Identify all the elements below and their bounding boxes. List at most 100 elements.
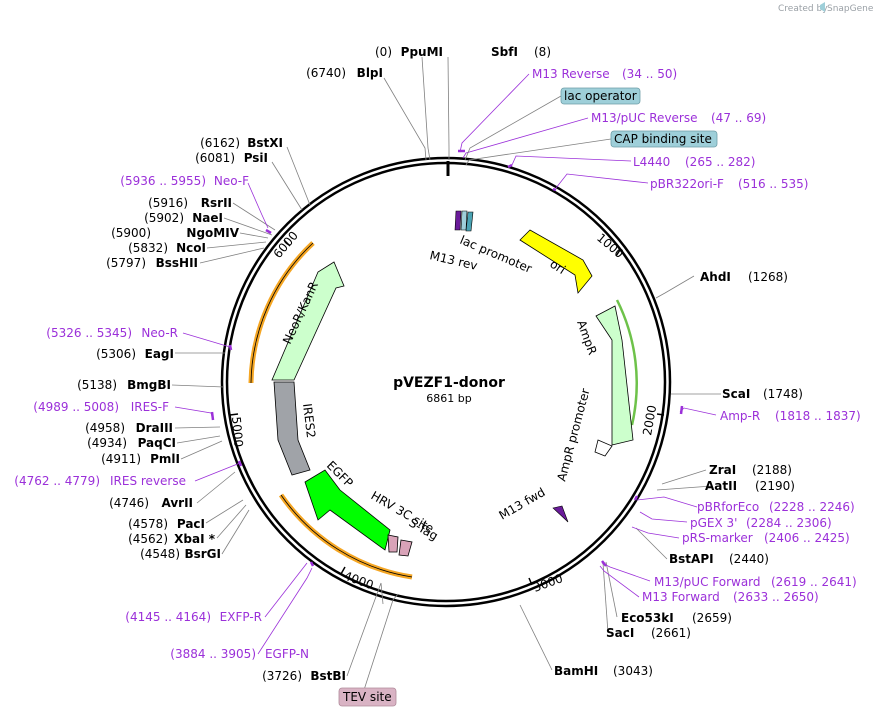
ires-feature[interactable] <box>273 381 311 476</box>
m13rev-label: M13 rev <box>428 248 478 273</box>
egfp-feature[interactable] <box>304 469 391 551</box>
primer-neo-f[interactable]: Neo-F <box>214 174 249 188</box>
tev-site-box[interactable] <box>338 687 397 707</box>
primer-range-ires-reverse: (4762 .. 4779) <box>14 474 100 488</box>
enzyme-aatii[interactable]: AatII <box>705 479 737 493</box>
enzyme-pos-ahdi: (1268) <box>748 270 788 284</box>
primer-pgex3[interactable]: pGEX 3' <box>690 516 737 530</box>
cap-site-box[interactable] <box>610 130 718 148</box>
enzyme-pos-bsshii: (5797) <box>106 256 146 270</box>
enzyme-bamhi[interactable]: BamHI <box>554 664 598 678</box>
enzyme-rsrii[interactable]: RsrII <box>201 196 232 210</box>
backbone-inner-ring <box>225 161 667 603</box>
enzyme-pos-draiii: (4958) <box>85 421 125 435</box>
enzyme-pos-xbai: (4562) <box>128 532 168 546</box>
tick-2000: 2000 <box>640 404 659 437</box>
ampr-feature[interactable] <box>595 305 634 446</box>
lac-promoter-mark <box>465 211 474 232</box>
enzyme-xbai[interactable]: XbaI * <box>174 532 216 546</box>
enzyme-pos-bstxi: (6162) <box>200 136 240 150</box>
enzyme-blpi[interactable]: BlpI <box>357 66 383 80</box>
enzyme-pos-sbfi: (8) <box>534 45 551 59</box>
primer-m13puc-forward[interactable]: M13/pUC Forward <box>654 575 761 589</box>
enzyme-bmgbi[interactable]: BmgBI <box>127 378 171 392</box>
enzyme-draiii[interactable]: DraIII <box>136 421 173 435</box>
primer-range-m13puc-forward: (2619 .. 2641) <box>771 575 857 589</box>
hrv-site-feature[interactable] <box>387 534 399 553</box>
primer-range-pbrforeco: (2228 .. 2246) <box>769 500 855 514</box>
primer-range-pbr322ori-f: (516 .. 535) <box>738 177 808 191</box>
primer-pbrforeco[interactable]: pBRforEco <box>697 500 759 514</box>
primer-leader-lines <box>174 73 717 655</box>
primer-range-m13-forward: (2633 .. 2650) <box>733 590 819 604</box>
enzyme-paci[interactable]: PacI <box>177 517 205 531</box>
enzyme-pos-bstbi: (3726) <box>262 669 302 683</box>
primer-l4440[interactable]: L4440 <box>633 155 670 169</box>
tick-5000: 5000 <box>229 416 246 448</box>
enzyme-eagi[interactable]: EagI <box>145 347 174 361</box>
ampr-promoter-feature[interactable] <box>594 439 613 457</box>
primer-neo-r[interactable]: Neo-R <box>141 326 178 340</box>
primer-range-exfp-r: (4145 .. 4164) <box>125 610 211 624</box>
enzyme-ncoi[interactable]: NcoI <box>176 241 206 255</box>
enzyme-naei[interactable]: NaeI <box>192 211 223 225</box>
enzyme-zrai[interactable]: ZraI <box>709 463 736 477</box>
enzyme-pos-blpi: (6740) <box>306 66 346 80</box>
primer-amp-r[interactable]: Amp-R <box>720 409 760 423</box>
enzyme-bstapi[interactable]: BstAPI <box>669 552 714 566</box>
stag-feature[interactable] <box>398 539 413 557</box>
primer-labels-right: M13 Reverse (34 .. 50) M13/pUC Reverse (… <box>532 67 861 604</box>
enzyme-pos-paqci: (4934) <box>87 436 127 450</box>
enzyme-pos-zrai: (2188) <box>752 463 792 477</box>
enzyme-sbfi[interactable]: SbfI <box>491 45 518 59</box>
enzyme-ngomiv[interactable]: NgoMIV <box>186 226 239 240</box>
enzyme-avrii[interactable]: AvrII <box>161 496 193 510</box>
green-arc-ampr <box>615 299 638 426</box>
primer-m13puc-reverse[interactable]: M13/pUC Reverse <box>591 111 698 125</box>
enzyme-bsrgi[interactable]: BsrGI <box>184 547 221 561</box>
brand-text: SnapGene <box>827 4 874 14</box>
enzyme-bstxi[interactable]: BstXI <box>247 136 283 150</box>
enzyme-pos-psii: (6081) <box>195 151 235 165</box>
enzyme-pos-saci: (2661) <box>651 626 691 640</box>
enzyme-ppumi[interactable]: PpuMI <box>401 45 443 59</box>
enzyme-bsshii[interactable]: BssHII <box>156 256 198 270</box>
enzyme-labels-left: (0) PpuMI (6740) BlpI (6162) BstXI (6081… <box>77 45 443 683</box>
ori-feature[interactable] <box>519 229 593 294</box>
enzyme-ahdi[interactable]: AhdI <box>700 270 731 284</box>
tick-3000: 3000 <box>531 571 564 595</box>
primer-range-egfp-n: (3884 .. 3905) <box>170 647 256 661</box>
enzyme-bstbi[interactable]: BstBI <box>310 669 346 683</box>
enzyme-pos-naei: (5902) <box>144 211 184 225</box>
lac-operator-box[interactable] <box>560 87 641 105</box>
primer-m13-forward[interactable]: M13 Forward <box>642 590 720 604</box>
primer-labels-left: (5936 .. 5955) Neo-F (5326 .. 5345) Neo-… <box>14 174 309 661</box>
m13rev-feature[interactable] <box>454 210 462 231</box>
primer-pbr322ori-f[interactable]: pBR322ori-F <box>650 177 724 191</box>
tick-marks <box>229 239 665 586</box>
enzyme-paqci[interactable]: PaqCI <box>138 436 176 450</box>
primer-egfp-n[interactable]: EGFP-N <box>265 647 309 661</box>
snapgene-logo-icon <box>820 2 825 12</box>
enzyme-pos-rsrii: (5916) <box>148 196 188 210</box>
enzyme-saci[interactable]: SacI <box>606 626 634 640</box>
primer-range-ires-f: (4989 .. 5008) <box>33 400 119 414</box>
enzyme-eco53ki[interactable]: Eco53kI <box>621 611 674 625</box>
primer-marks <box>210 149 684 567</box>
enzyme-pos-aatii: (2190) <box>755 479 795 493</box>
primer-m13-reverse[interactable]: M13 Reverse <box>532 67 610 81</box>
lac-operator-mark <box>460 210 468 231</box>
enzyme-psii[interactable]: PsiI <box>244 151 268 165</box>
primer-ires-reverse[interactable]: IRES reverse <box>110 474 186 488</box>
primer-range-amp-r: (1818 .. 1837) <box>775 409 861 423</box>
neo-feature[interactable] <box>271 261 345 381</box>
m13fwd-feature[interactable] <box>552 505 569 523</box>
primer-ires-f[interactable]: IRES-F <box>131 400 169 414</box>
primer-exfp-r[interactable]: EXFP-R <box>220 610 262 624</box>
enzyme-scai[interactable]: ScaI <box>722 387 750 401</box>
primer-prs-marker[interactable]: pRS-marker <box>682 531 753 545</box>
backbone-outer-ring <box>220 156 672 608</box>
primer-range-l4440: (265 .. 282) <box>685 155 755 169</box>
enzyme-pmli[interactable]: PmlI <box>150 452 180 466</box>
enzyme-pos-eagi: (5306) <box>96 347 136 361</box>
